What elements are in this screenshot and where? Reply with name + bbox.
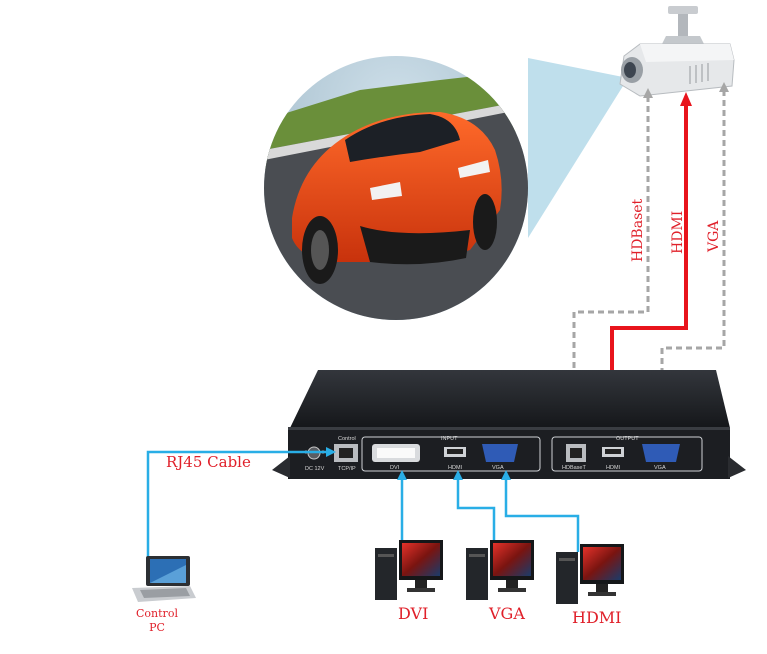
desktop-computer-icon [375,540,443,600]
device-vga-out-label: VGA [654,465,666,471]
vga-in-cable [504,474,580,552]
dvi-source-label: DVI [398,604,429,623]
hdmi-in-cable [456,474,496,548]
control-pc-label: Control PC [136,607,178,634]
laptop-icon [132,556,196,602]
projector-beam [528,58,628,238]
device-input-label: INPUT [441,436,458,442]
desktop-computer-icon [466,540,534,600]
hdbaset-output-label: HDBaset [630,198,646,262]
desktop-computer-icon [556,544,624,604]
hdmi-source-label: HDMI [572,608,622,627]
device-hdmi-out-label: HDMI [606,465,621,471]
rj45-cable [146,450,332,558]
race-car-image [264,56,528,320]
rj45-cable-label: RJ45 Cable [166,453,251,471]
device-control-label: Control [338,436,356,442]
device-output-label: OUTPUT [616,436,639,442]
vga-output-label: VGA [706,220,722,252]
vga-source-label: VGA [489,604,525,623]
device-hdmi-in-label: HDMI [448,465,463,471]
device-tcpip-label: TCP/IP [338,466,356,472]
blue-cables [146,450,580,558]
device-hdbaset-label: HDBaseT [562,465,586,471]
hdmi-output-label: HDMI [670,210,686,254]
projector-icon [619,6,735,97]
device-vga-in-label: VGA [492,465,504,471]
video-processor-device [272,370,746,479]
device-dc-label: DC 12V [305,466,325,472]
device-dvi-label: DVI [390,465,400,471]
